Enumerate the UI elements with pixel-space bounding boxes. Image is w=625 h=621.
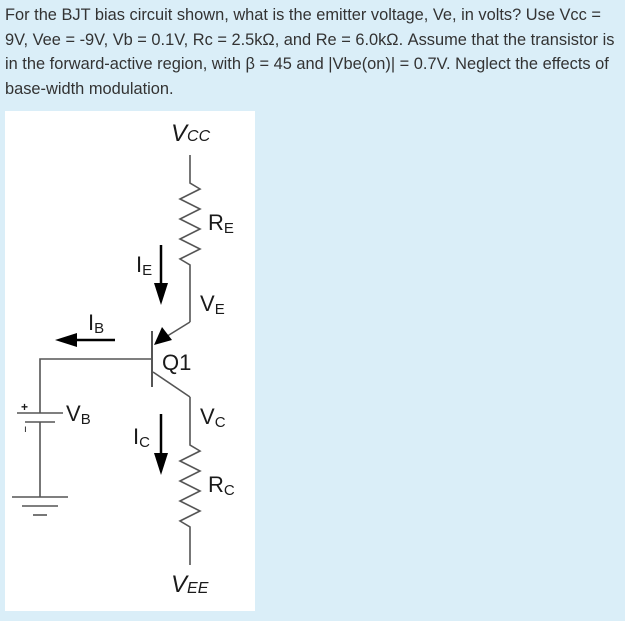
circuit-diagram: VCC RE IE VE IB Q1 VB + ı IC VC RC VEE: [5, 111, 255, 611]
resistor-rc: [178, 397, 202, 565]
base-wire: [39, 358, 152, 413]
label-vc: VC: [200, 404, 226, 431]
battery-plus-sign: +: [21, 400, 28, 414]
label-vcc: VCC: [171, 120, 211, 147]
label-rc: RC: [208, 472, 235, 499]
label-vee: VEE: [171, 571, 209, 598]
question-text: For the BJT bias circuit shown, what is …: [5, 6, 615, 98]
label-re: RE: [208, 210, 234, 237]
label-vb: VB: [66, 401, 91, 428]
resistor-re: [178, 155, 202, 322]
label-ib: IB: [88, 310, 104, 337]
label-q1: Q1: [162, 350, 191, 375]
label-ie: IE: [136, 252, 152, 279]
ie-arrow: [154, 245, 168, 305]
emitter-arrow: [154, 327, 172, 345]
battery-minus-sign: ı: [24, 424, 27, 435]
collector-lead: [152, 371, 191, 398]
ib-arrow: [55, 333, 115, 347]
label-ve: VE: [200, 291, 225, 318]
ic-arrow: [154, 414, 168, 475]
label-ic: IC: [133, 424, 150, 451]
